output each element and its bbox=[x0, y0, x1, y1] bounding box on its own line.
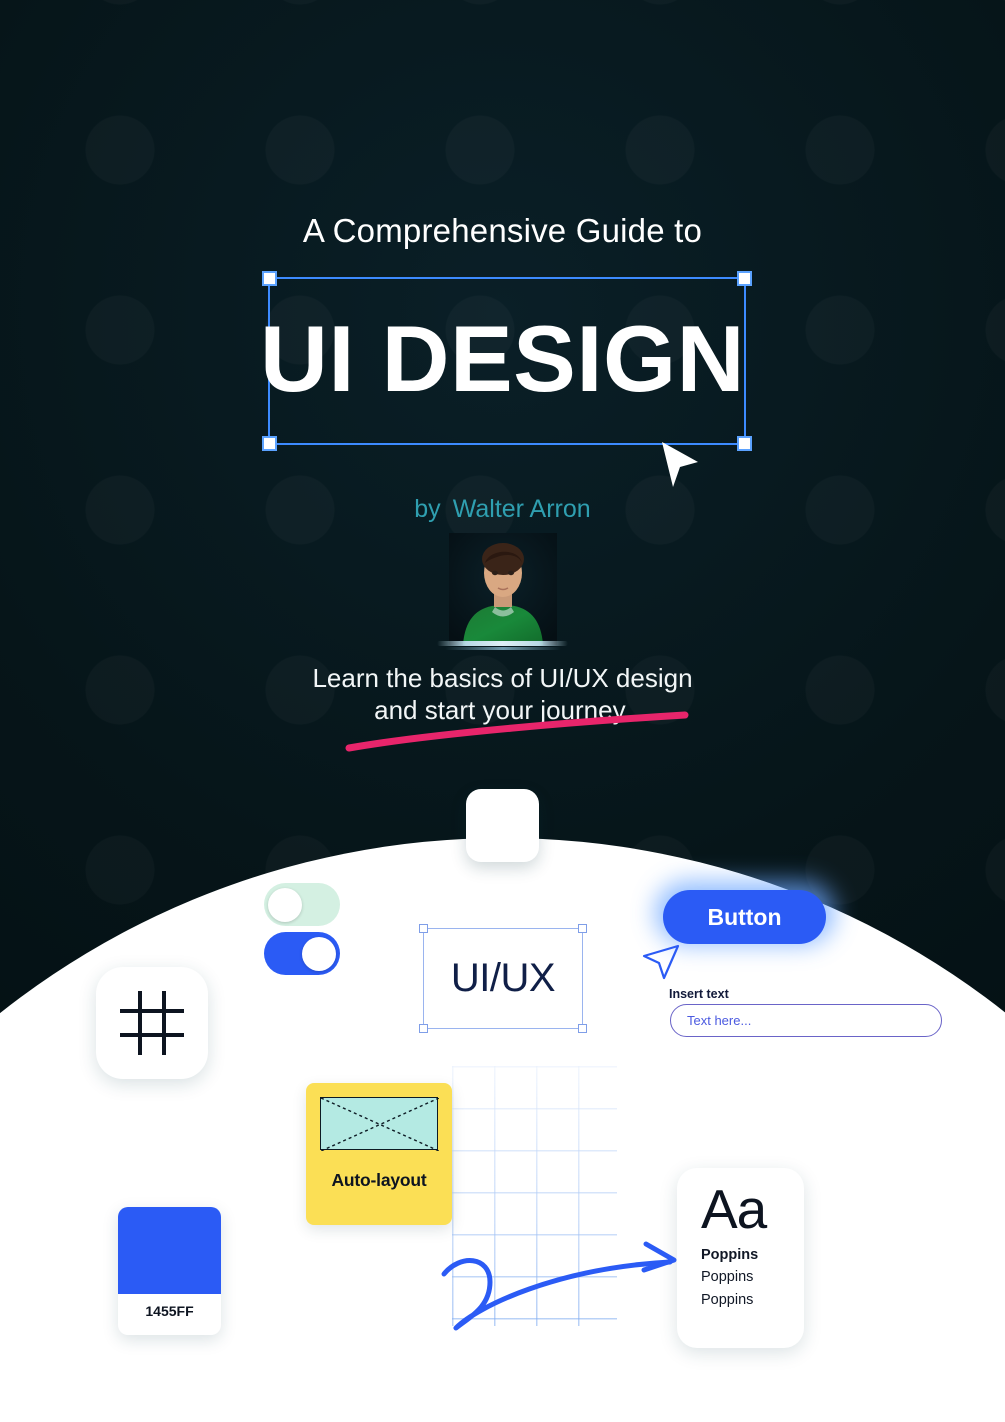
input-label: Insert text bbox=[669, 987, 729, 1001]
blank-card[interactable] bbox=[466, 789, 539, 862]
toggle-switch-off[interactable] bbox=[264, 883, 340, 926]
type-weight-list: Poppins Poppins Poppins bbox=[701, 1244, 758, 1311]
auto-layout-thumbnail bbox=[320, 1097, 440, 1152]
color-swatch-hex: 1455FF bbox=[145, 1303, 194, 1319]
type-name-light: Poppins bbox=[701, 1291, 754, 1308]
toggle-switch-on[interactable] bbox=[264, 932, 340, 975]
grid-icon-card[interactable] bbox=[96, 967, 208, 1079]
tagline-line-1: Learn the basics of UI/UX design bbox=[312, 663, 693, 693]
auto-layout-card[interactable]: Auto-layout bbox=[306, 1083, 452, 1225]
uiux-handle-top-right-icon[interactable] bbox=[578, 924, 587, 933]
uiux-handle-bottom-right-icon[interactable] bbox=[578, 1024, 587, 1033]
curly-arrow-icon bbox=[441, 1241, 677, 1331]
typography-card[interactable]: Aa Poppins Poppins Poppins bbox=[677, 1168, 804, 1348]
type-name-bold: Poppins bbox=[701, 1247, 759, 1263]
toggle-knob-icon bbox=[302, 936, 336, 971]
grid-hash-icon bbox=[120, 991, 184, 1055]
portrait-base-shadow bbox=[445, 647, 561, 650]
page-title: UI DESIGN bbox=[259, 306, 745, 411]
cta-button[interactable]: Button bbox=[663, 890, 826, 944]
author-name: Walter Arron bbox=[452, 495, 591, 523]
uiux-label: UI/UX bbox=[450, 956, 556, 1000]
auto-layout-label: Auto-layout bbox=[331, 1170, 427, 1190]
selection-frame[interactable] bbox=[262, 271, 752, 451]
byline: by Walter Arron bbox=[0, 495, 1005, 524]
selection-handle-top-left-icon[interactable] bbox=[262, 271, 277, 286]
byline-prefix: by bbox=[414, 495, 441, 523]
color-swatch-fill bbox=[118, 1207, 221, 1294]
uiux-handle-bottom-left-icon[interactable] bbox=[419, 1024, 428, 1033]
selection-handle-top-right-icon[interactable] bbox=[737, 271, 752, 286]
uiux-handle-top-left-icon[interactable] bbox=[419, 924, 428, 933]
selection-handle-bottom-left-icon[interactable] bbox=[262, 436, 277, 451]
toggle-knob-icon bbox=[268, 887, 302, 922]
author-portrait bbox=[449, 533, 557, 645]
portrait-base-line bbox=[437, 641, 568, 646]
pointer-outline-icon bbox=[642, 944, 680, 980]
image-placeholder-cross-icon bbox=[320, 1097, 440, 1152]
selection-handle-bottom-right-icon[interactable] bbox=[737, 436, 752, 451]
text-input[interactable] bbox=[670, 1004, 942, 1037]
uiux-text-frame[interactable]: UI/UX bbox=[419, 924, 587, 1033]
cursor-arrow-icon bbox=[662, 442, 698, 487]
page-eyebrow: A Comprehensive Guide to bbox=[302, 212, 703, 249]
type-sample-glyph: Aa bbox=[701, 1178, 767, 1240]
color-swatch-card[interactable]: 1455FF bbox=[118, 1207, 221, 1335]
pink-underline-stroke bbox=[345, 711, 689, 752]
type-name-medium: Poppins bbox=[701, 1269, 754, 1286]
